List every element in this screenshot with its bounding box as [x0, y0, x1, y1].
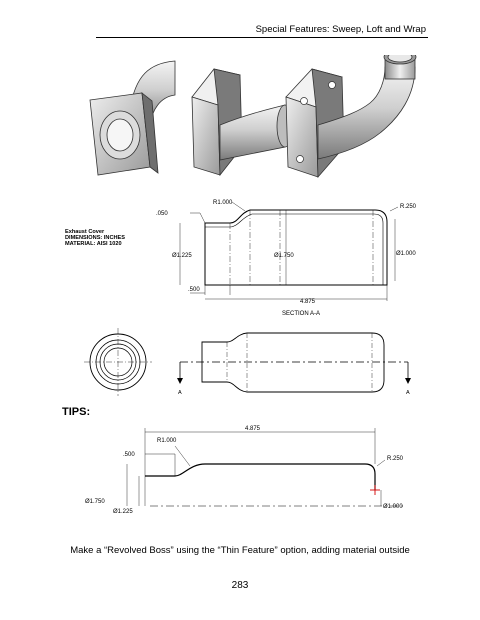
section-arrow-right-label: A [406, 390, 410, 396]
dim-dia1750: Ø1.750 [274, 253, 294, 259]
dim-dia1000: Ø1.000 [396, 251, 416, 257]
section-arrow-left-label: A [178, 390, 182, 396]
model-view-2 [191, 68, 294, 177]
dim-500: .500 [188, 287, 200, 293]
tips-dim-r1000: R1.000 [157, 438, 177, 444]
model-view-3 [285, 55, 417, 179]
section-view-labels: .050 R1.000 R.250 Ø1.225 Ø1.750 Ø1.000 .… [156, 200, 417, 317]
tips-dim-r250: R.250 [387, 456, 404, 462]
tips-sketch [126, 428, 405, 507]
tips-sketch-labels: 4.875 R1.000 .500 R.250 Ø1.750 Ø1.225 Ø1… [85, 426, 404, 515]
section-label: SECTION A-A [282, 311, 320, 317]
tips-label: TIPS: [62, 406, 91, 418]
side-view-outline [177, 332, 411, 393]
front-side-views [84, 328, 411, 396]
tips-dim-dia1750: Ø1.750 [85, 499, 105, 505]
drawing-note-material: MATERIAL: AISI 1020 [65, 241, 122, 247]
drawing-note-dimensions: DIMENSIONS: INCHES [65, 235, 125, 241]
page-header-title: Special Features: Sweep, Loft and Wrap [255, 24, 426, 35]
dim-4875: 4.875 [300, 299, 316, 305]
tips-dim-4875: 4.875 [245, 426, 261, 432]
tips-dim-500: .500 [123, 452, 135, 458]
section-view-drawing [179, 201, 399, 301]
dim-r250: R.250 [400, 204, 417, 210]
drawing-note-title: Exhaust Cover [65, 229, 105, 235]
dim-050: .050 [156, 211, 168, 217]
page-number: 283 [231, 580, 249, 591]
tips-dim-dia1000: Ø1.000 [383, 504, 403, 510]
instruction-caption: Make a “Revolved Boss” using the “Thin F… [70, 545, 410, 556]
dim-dia1225: Ø1.225 [172, 253, 192, 259]
dim-r1000: R1.000 [213, 200, 233, 206]
front-view-circle [84, 328, 152, 396]
tips-dim-dia1225: Ø1.225 [113, 509, 133, 515]
model-view-1 [89, 60, 176, 176]
model-views-illustration [89, 55, 417, 179]
header-rule [96, 37, 428, 38]
section-arrow-labels: A A [178, 390, 410, 396]
